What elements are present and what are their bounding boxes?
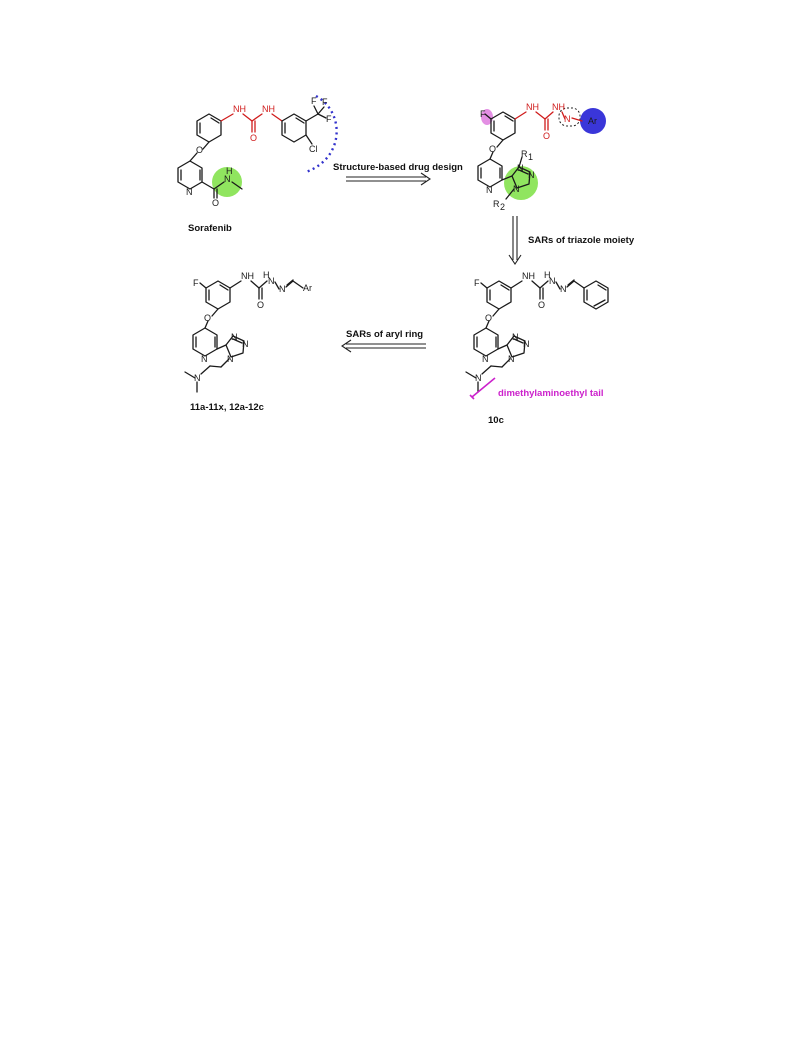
design-triazole-n-3: N bbox=[513, 184, 520, 194]
sorafenib-structure: NH NH O F F F Cl O N O N H Sorafenib bbox=[177, 94, 338, 234]
sorafenib-pyridine-n: N bbox=[186, 187, 193, 197]
series-triazole-n-1: N bbox=[231, 332, 238, 342]
sorafenib-amide-n: N bbox=[224, 174, 231, 184]
tail-bracket bbox=[471, 377, 496, 398]
design-pyridine-n: N bbox=[486, 185, 493, 195]
step-design: Structure-based drug design bbox=[333, 162, 463, 186]
design-r1-sub: 1 bbox=[528, 152, 533, 162]
sorafenib-ether-o: O bbox=[196, 145, 203, 155]
designed-structure: F NH NH O N Ar O N N N N R 1 R 2 bbox=[477, 102, 606, 212]
c10-nh: NH bbox=[522, 271, 535, 281]
c10-triazole-n-1: N bbox=[512, 332, 519, 342]
compound-10c-structure: F NH H N N O O N N N N N dimethylaminoet… bbox=[465, 270, 609, 426]
sorafenib-nh-1: NH bbox=[233, 104, 246, 114]
design-urea-o: O bbox=[543, 131, 550, 141]
series-ether-o: O bbox=[204, 313, 211, 323]
design-imine-n: N bbox=[564, 114, 571, 124]
c10-h: H bbox=[544, 270, 551, 280]
amide-highlight bbox=[212, 167, 242, 197]
design-ether-o: O bbox=[489, 144, 496, 154]
sorafenib-urea-o: O bbox=[250, 133, 257, 143]
step-aryl: SARs of aryl ring bbox=[341, 329, 426, 353]
sorafenib-f-2: F bbox=[322, 97, 328, 107]
c10-f: F bbox=[474, 278, 480, 288]
design-f: F bbox=[480, 109, 486, 119]
c10-ether-o: O bbox=[485, 313, 492, 323]
series-amine-n: N bbox=[194, 373, 201, 383]
step-triazole: SARs of triazole moiety bbox=[508, 216, 635, 265]
series-ar: Ar bbox=[303, 283, 312, 293]
c10-triazole-n-3: N bbox=[508, 354, 515, 364]
sorafenib-f-1: F bbox=[311, 96, 317, 106]
series-h: H bbox=[263, 270, 270, 280]
design-triazole-n-2: N bbox=[528, 170, 535, 180]
series-n-2: N bbox=[279, 284, 286, 294]
sorafenib-amide-h: H bbox=[226, 166, 233, 176]
step-label-design: Structure-based drug design bbox=[333, 162, 463, 173]
sorafenib-cl: Cl bbox=[309, 144, 318, 154]
design-nh-2: NH bbox=[552, 102, 565, 112]
c10-n-2: N bbox=[560, 284, 567, 294]
c10-triazole-n-2: N bbox=[523, 339, 530, 349]
series-urea-o: O bbox=[257, 300, 264, 310]
series-pyridine-n: N bbox=[201, 354, 208, 364]
c10-n-1: N bbox=[549, 276, 556, 286]
compound-label-series: 11a-11x, 12a-12c bbox=[190, 402, 264, 413]
series-n-1: N bbox=[268, 276, 275, 286]
fluoro-highlight bbox=[481, 109, 493, 125]
compound-label-sorafenib: Sorafenib bbox=[188, 223, 232, 234]
design-ar: Ar bbox=[588, 116, 597, 126]
design-r2: R bbox=[493, 199, 500, 209]
c10-amine-n: N bbox=[475, 373, 482, 383]
design-nh-1: NH bbox=[526, 102, 539, 112]
sorafenib-nh-2: NH bbox=[262, 104, 275, 114]
sorafenib-amide-o: O bbox=[212, 198, 219, 208]
annotation-tail: dimethylaminoethyl tail bbox=[498, 388, 604, 399]
design-r2-sub: 2 bbox=[500, 202, 505, 212]
sorafenib-f-3: F bbox=[326, 114, 332, 124]
design-triazole-n-1: N bbox=[517, 163, 524, 173]
step-label-triazole: SARs of triazole moiety bbox=[528, 235, 635, 246]
series-structure: F NH H N N Ar O O N N N N N 11a-11x, 12a… bbox=[184, 270, 312, 413]
series-nh: NH bbox=[241, 271, 254, 281]
compound-label-10c: 10c bbox=[488, 415, 504, 426]
c10-pyridine-n: N bbox=[482, 354, 489, 364]
aryl-highlight bbox=[580, 108, 606, 134]
series-triazole-n-3: N bbox=[227, 354, 234, 364]
series-triazole-n-2: N bbox=[242, 339, 249, 349]
series-f: F bbox=[193, 278, 199, 288]
hydrophobic-pocket-arc bbox=[305, 94, 338, 174]
c10-urea-o: O bbox=[538, 300, 545, 310]
design-r1: R bbox=[521, 149, 528, 159]
step-label-aryl: SARs of aryl ring bbox=[346, 329, 423, 340]
tail-bracket-end bbox=[469, 394, 475, 400]
